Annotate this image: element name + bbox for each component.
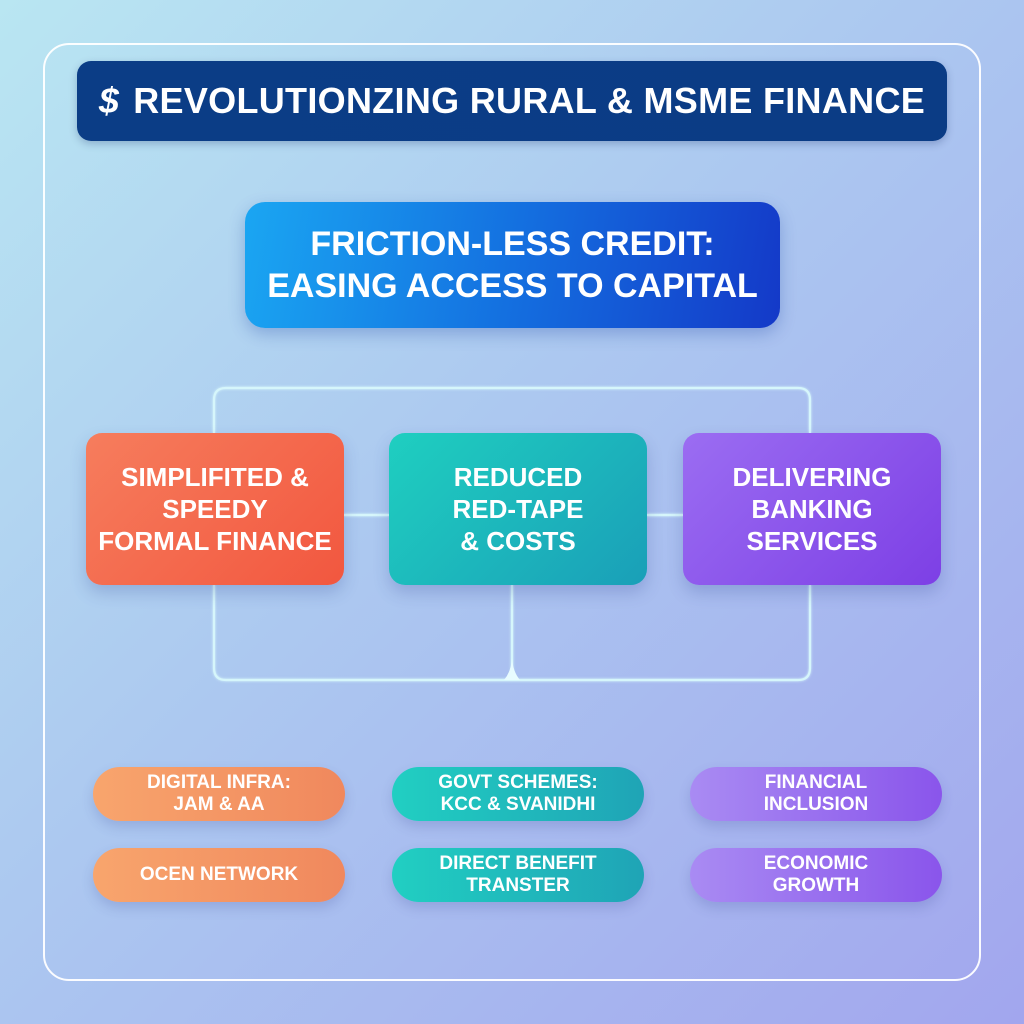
pillar-simplified-formal-finance: SIMPLIFITED & SPEEDY FORMAL FINANCE bbox=[86, 433, 344, 585]
pillar-line: RED-TAPE bbox=[452, 494, 584, 524]
pill-ocen-network: OCEN NETWORK bbox=[93, 848, 345, 902]
pill-line: ECONOMIC bbox=[763, 853, 869, 874]
pillar-line: DELIVERING bbox=[732, 462, 892, 492]
pill-economic-growth: ECONOMIC GROWTH bbox=[690, 848, 942, 902]
pill-line: INCLUSION bbox=[763, 794, 869, 815]
pillar-delivering-banking-services: DELIVERING BANKING SERVICES bbox=[683, 433, 941, 585]
hero-line-2: EASING ACCESS TO CAPITAL bbox=[267, 267, 758, 305]
pill-govt-schemes: GOVT SCHEMES: KCC & SVANIDHI bbox=[392, 767, 644, 821]
title-text: REVOLUTIONZING RURAL & MSME FINANCE bbox=[133, 80, 926, 121]
pill-line: JAM & AA bbox=[173, 794, 265, 815]
pill-line: FINANCIAL bbox=[764, 772, 868, 793]
pillar-line: SERVICES bbox=[746, 526, 878, 556]
hero-line-1: FRICTION-LESS CREDIT: bbox=[310, 225, 715, 263]
pillar-line: SIMPLIFITED & bbox=[121, 462, 309, 492]
dollar-sign-icon: $ bbox=[98, 80, 120, 121]
pillar-line: BANKING bbox=[751, 494, 873, 524]
pill-line: GROWTH bbox=[772, 875, 860, 896]
pill-line: GOVT SCHEMES: bbox=[438, 772, 598, 793]
pill-financial-inclusion: FINANCIAL INCLUSION bbox=[690, 767, 942, 821]
pill-line: OCEN NETWORK bbox=[139, 864, 299, 885]
pillar-line: SPEEDY bbox=[162, 494, 268, 524]
pill-line: DIGITAL INFRA: bbox=[147, 772, 291, 793]
pill-line: KCC & SVANIDHI bbox=[440, 794, 596, 815]
pillar-line: REDUCED bbox=[453, 462, 583, 492]
pill-line: TRANSTER bbox=[466, 875, 570, 896]
pill-line: DIRECT BENEFIT bbox=[439, 853, 597, 874]
pillar-line: & COSTS bbox=[460, 526, 576, 556]
pill-direct-benefit-transfer: DIRECT BENEFIT TRANSTER bbox=[392, 848, 644, 902]
title-banner: $ REVOLUTIONZING RURAL & MSME FINANCE bbox=[77, 61, 947, 141]
outer-frame bbox=[43, 43, 981, 981]
pill-digital-infra: DIGITAL INFRA: JAM & AA bbox=[93, 767, 345, 821]
pillar-line: FORMAL FINANCE bbox=[98, 526, 332, 556]
pillar-reduced-red-tape: REDUCED RED-TAPE & COSTS bbox=[389, 433, 647, 585]
hero-box-frictionless-credit: FRICTION-LESS CREDIT: EASING ACCESS TO C… bbox=[245, 202, 780, 328]
